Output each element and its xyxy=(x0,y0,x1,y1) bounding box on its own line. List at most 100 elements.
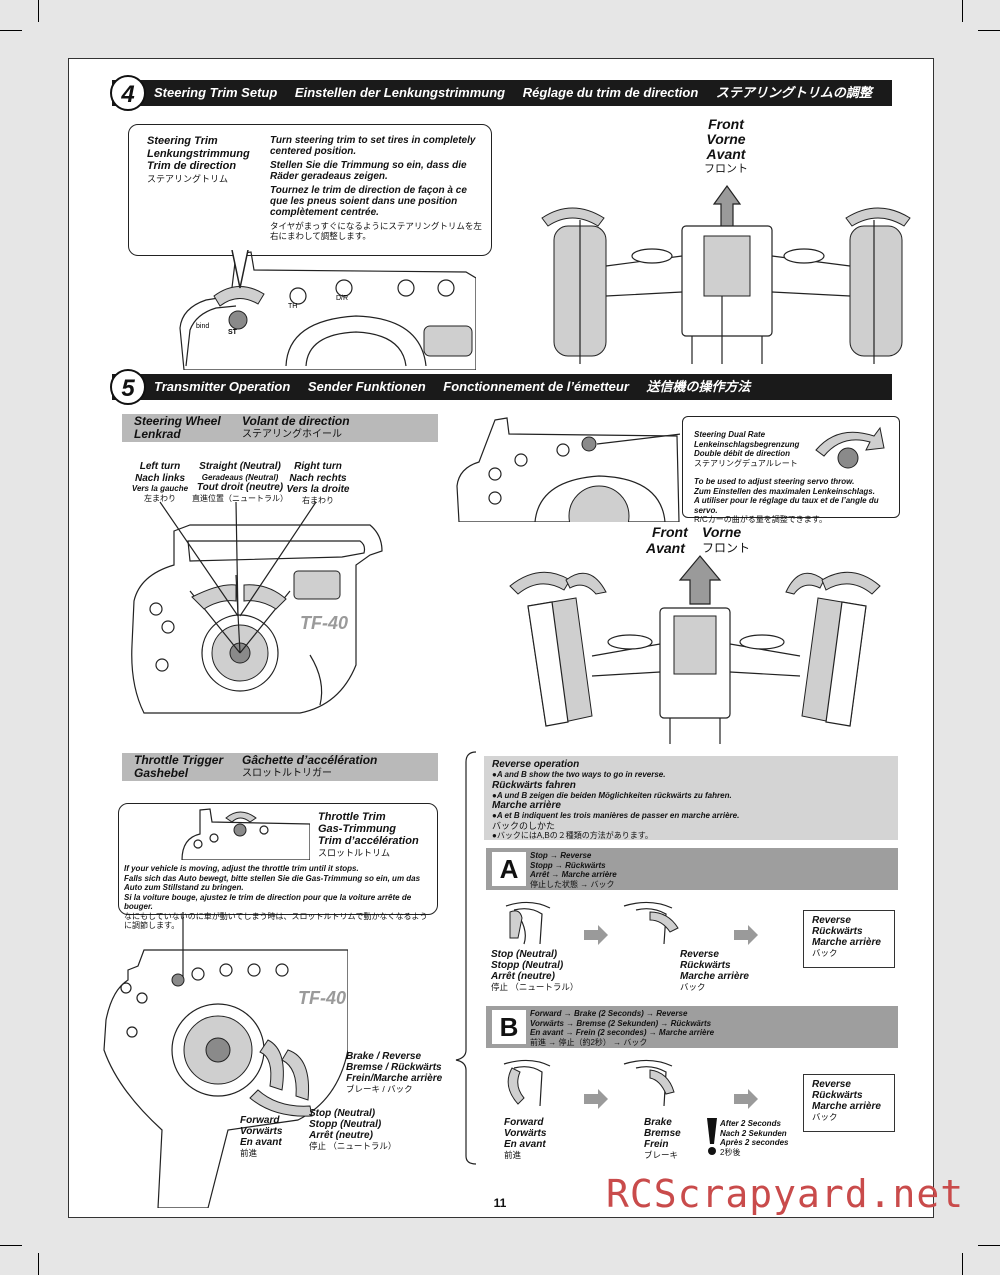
reverse-operation-text: Reverse operation ●A and B show the two … xyxy=(492,759,892,840)
instruction-ja: タイヤがまっすぐになるようにステアリングトリムを左右にまわして調整します。 xyxy=(270,221,482,241)
reverse-operation-panel xyxy=(484,756,898,840)
throttle-header-en: Throttle Trigger xyxy=(134,753,224,767)
a-stop-ja: 停止 （ニュートラル） xyxy=(491,982,579,992)
b-forward-en: Forward xyxy=(504,1117,544,1128)
arrow-right-icon xyxy=(734,1089,758,1109)
chassis-turned-wheels-illustration xyxy=(509,571,881,744)
chassis-front-view-illustration xyxy=(541,207,911,364)
b-after-fr: Après 2 secondes xyxy=(720,1138,789,1147)
b-after-en: After 2 Seconds xyxy=(720,1119,781,1128)
method-a-reverse-labels: Reverse Rückwärts Marche arrière バック xyxy=(680,949,770,993)
front-label-fr: Avant xyxy=(706,146,746,162)
callout-pointer xyxy=(231,250,249,289)
section-5-title-ja: 送信機の操作方法 xyxy=(646,379,751,394)
left-turn-de: Nach links xyxy=(134,472,186,484)
b-brake-ja: ブレーキ xyxy=(644,1150,679,1160)
throttle-trim-ja: スロットルトリム xyxy=(318,848,391,858)
front-label-ja: フロント xyxy=(704,163,748,175)
throttle-trim-en: Throttle Trim xyxy=(318,811,386,823)
right-turn-de: Nach rechts xyxy=(289,472,347,484)
method-a-letter: A xyxy=(492,852,526,886)
forward-de: Vorwärts xyxy=(240,1126,283,1137)
crop-mark xyxy=(38,1253,39,1275)
stop-neutral-ja: 停止 （ニュートラル） xyxy=(309,1141,397,1151)
front-label-en: Front xyxy=(708,116,744,132)
b-forward-de: Vorwärts xyxy=(504,1128,547,1139)
arrow-right-icon xyxy=(584,925,608,945)
method-b-step-en: Forward → Brake (2 Seconds) → Reverse xyxy=(530,1009,688,1018)
a-reverse-ja: バック xyxy=(680,982,706,992)
page-number: 11 xyxy=(493,1196,507,1210)
right-turn-ja: 右まわり xyxy=(302,495,334,505)
dual-rate-text-ja: R/Cカーの曲がる量を調整できます。 xyxy=(694,515,827,524)
throttle-header-ja: スロットルトリガー xyxy=(242,768,332,779)
a-result-ja: バック xyxy=(812,948,838,958)
left-turn-en: Left turn xyxy=(139,461,181,472)
dual-rate-en: Steering Dual Rate xyxy=(694,430,766,439)
straight-en: Straight (Neutral) xyxy=(199,461,281,472)
method-a-result-labels: Reverse Rückwärts Marche arrière バック xyxy=(812,915,892,959)
steering-wheel-header-ja: ステアリングホイール xyxy=(242,429,342,440)
method-b-bar xyxy=(486,1006,898,1048)
reverse-line-ja: ●バックにはA,Bの２種類の方法があります。 xyxy=(492,830,653,840)
method-a-step-ja: 停止した状態 → バック xyxy=(530,879,615,889)
instruction-en: Turn steering trim to set tires in compl… xyxy=(270,135,476,157)
a-stop-de: Stopp (Neutral) xyxy=(491,960,564,971)
straight-fr: Tout droit (neutre) xyxy=(196,482,284,493)
throttle-header-de: Gashebel xyxy=(134,766,189,780)
steering-trim-callout xyxy=(128,124,492,256)
section-4-title-en: Steering Trim Setup xyxy=(154,85,278,100)
dual-rate-text-fr: A utiliser pour le réglage du taux et de… xyxy=(694,496,879,515)
tx-st-label: ST xyxy=(228,329,238,336)
brake-reverse-en: Brake / Reverse xyxy=(346,1051,422,1062)
dual-rate-labels: Steering Dual Rate Lenkeinschlagsbegrenz… xyxy=(694,430,806,468)
throttle-trim-text-de: Falls sich das Auto bewegt, bitte stelle… xyxy=(124,873,421,893)
trigger-reverse-icon xyxy=(623,901,679,945)
reverse-title-fr: Marche arrière xyxy=(492,800,561,811)
crop-mark xyxy=(962,0,963,22)
label-de: Lenkungstrimmung xyxy=(147,147,250,160)
method-b-step-de: Vorwärts → Bremse (2 Sekunden) → Rückwär… xyxy=(530,1018,712,1028)
b-brake-de: Bremse xyxy=(644,1128,681,1139)
exclamation-icon xyxy=(707,1118,717,1155)
section-5-title-en: Transmitter Operation xyxy=(154,379,291,394)
a-result-en: Reverse xyxy=(812,915,851,926)
label-fr: Trim de direction xyxy=(147,160,237,172)
transmitter-steering-wheel-illustration: TF-40 xyxy=(131,524,383,714)
method-b-brake-labels: Brake Bremse Frein ブレーキ xyxy=(644,1117,714,1161)
tx-bind-label: bind xyxy=(196,323,209,330)
front-label-5-de: Vorne xyxy=(702,524,742,540)
front-label-5-fr: Avant xyxy=(646,540,685,556)
right-turn-en: Right turn xyxy=(294,461,342,472)
steering-wheel-header-de: Lenkrad xyxy=(134,427,181,441)
straight-ja: 直進位置（ニュートラル） xyxy=(192,493,288,503)
a-result-de: Rückwärts xyxy=(812,926,863,937)
brake-reverse-de: Bremse / Rückwärts xyxy=(346,1062,442,1073)
straight-de: Geradeaus (Neutral) xyxy=(201,472,279,482)
b-brake-en: Brake xyxy=(644,1117,672,1128)
straight-labels: Straight (Neutral) Geradeaus (Neutral) T… xyxy=(192,461,288,503)
throttle-trim-text-en: If your vehicle is moving, adjust the th… xyxy=(124,864,359,873)
transmitter-top-illustration: bind ST TH D/R xyxy=(179,251,476,370)
forward-labels: Forward Vorwärts En avant 前進 xyxy=(240,1115,310,1159)
b-forward-fr: En avant xyxy=(504,1139,546,1150)
section-5-title-bar: Transmitter Operation Sender Funktionen … xyxy=(112,374,892,400)
a-stop-en: Stop (Neutral) xyxy=(491,949,558,960)
section-5-title-fr: Fonctionnement de l’émetteur xyxy=(443,379,629,394)
front-label-5-en: Front xyxy=(652,524,688,540)
section-5-title-de: Sender Funktionen xyxy=(307,379,426,394)
b-result-en: Reverse xyxy=(812,1079,851,1090)
dual-rate-text-en: To be used to adjust steering servo thro… xyxy=(694,477,855,486)
instruction-de: Stellen Sie die Trimmung so ein, dass di… xyxy=(270,160,467,182)
tx-model-label: TF-40 xyxy=(300,613,348,633)
crop-mark xyxy=(0,30,22,31)
a-result-fr: Marche arrière xyxy=(812,937,881,948)
left-turn-ja: 左まわり xyxy=(144,493,176,503)
stop-neutral-labels: Stop (Neutral) Stopp (Neutral) Arrêt (ne… xyxy=(309,1108,409,1152)
section-5-number: 5 xyxy=(110,369,146,405)
reverse-title-de: Rückwärts fahren xyxy=(492,779,576,791)
steering-trim-labels: Steering Trim Lenkungstrimmung Trim de d… xyxy=(147,135,262,185)
reverse-line-en: ●A and B show the two ways to go in reve… xyxy=(492,770,666,779)
method-a-result-box xyxy=(803,910,895,968)
steering-direction-lines xyxy=(159,501,317,617)
